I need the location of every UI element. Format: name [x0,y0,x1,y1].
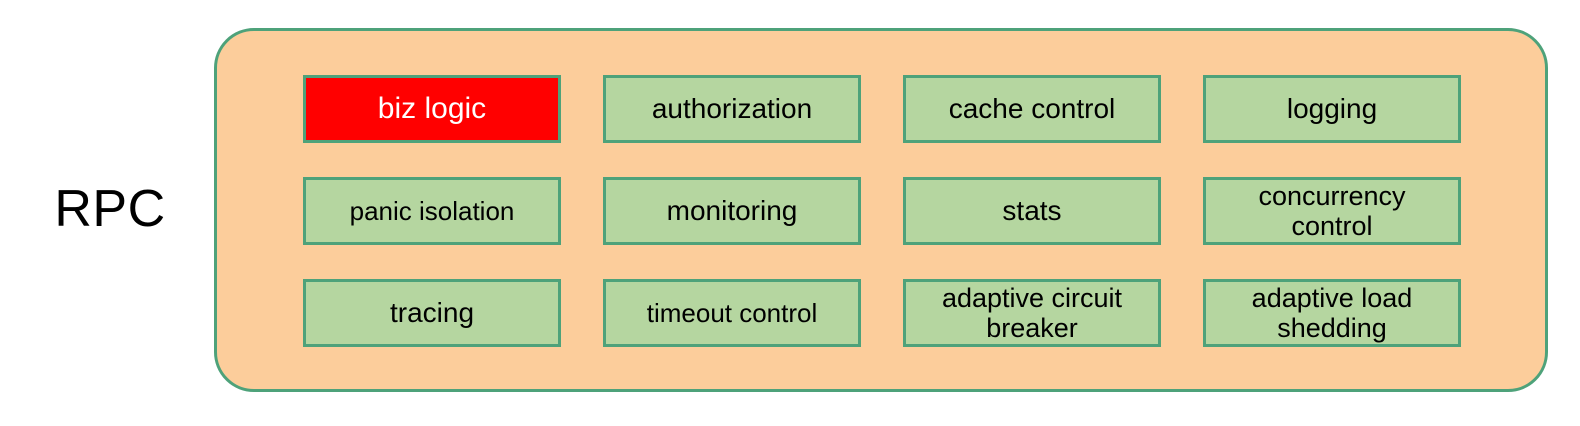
middleware-box-adaptive-circuit-breaker[interactable]: adaptive circuit breaker [903,279,1161,347]
rpc-label: RPC [54,180,166,238]
middleware-box-tracing[interactable]: tracing [303,279,561,347]
middleware-box-concurrency-control[interactable]: concurrency control [1203,177,1461,245]
middleware-grid: biz logic authorization cache control lo… [303,75,1461,347]
middleware-box-panic-isolation[interactable]: panic isolation [303,177,561,245]
middleware-box-logging[interactable]: logging [1203,75,1461,143]
middleware-box-stats[interactable]: stats [903,177,1161,245]
middleware-box-timeout-control[interactable]: timeout control [603,279,861,347]
middleware-box-monitoring[interactable]: monitoring [603,177,861,245]
middleware-box-cache-control[interactable]: cache control [903,75,1161,143]
rpc-middleware-container: biz logic authorization cache control lo… [214,28,1548,392]
middleware-box-adaptive-load-shedding[interactable]: adaptive load shedding [1203,279,1461,347]
middleware-box-biz-logic[interactable]: biz logic [303,75,561,143]
middleware-box-authorization[interactable]: authorization [603,75,861,143]
